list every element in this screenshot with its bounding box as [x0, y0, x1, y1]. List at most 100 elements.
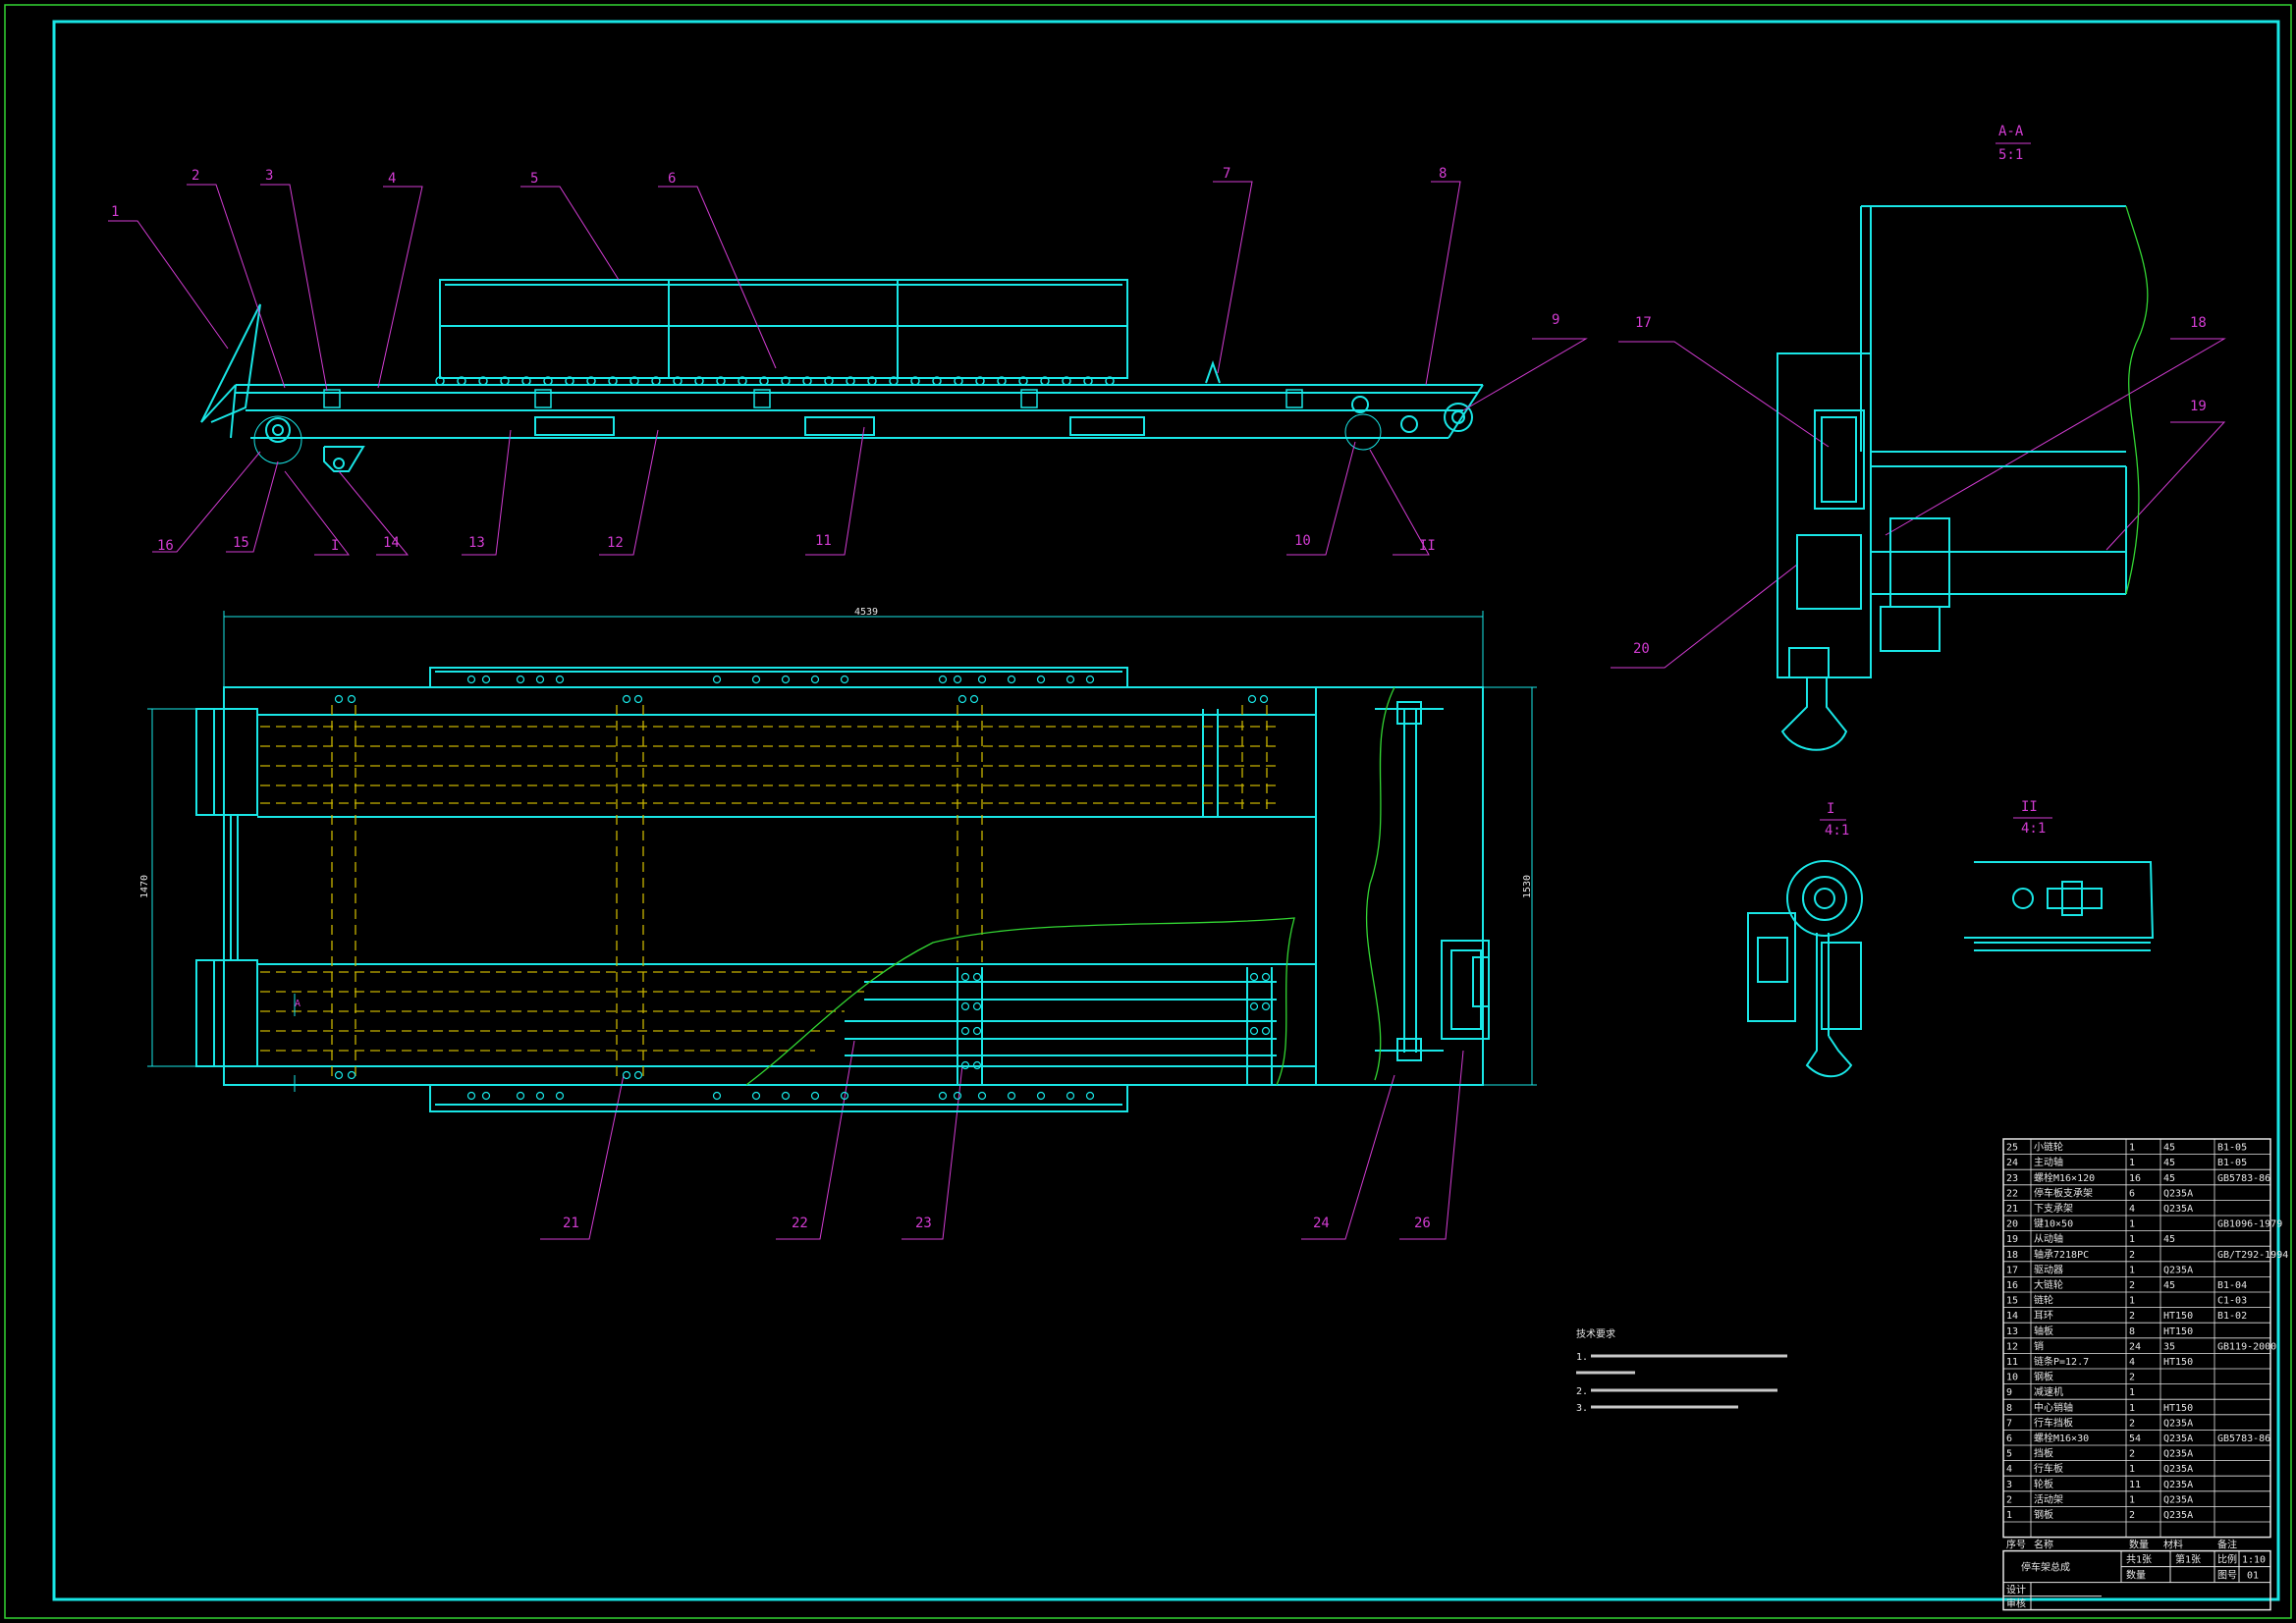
bolt-hole — [347, 1070, 356, 1080]
bom-cell-no: 14 — [2006, 1311, 2018, 1322]
bom-cell-qty: 1 — [2129, 1494, 2135, 1505]
bom-cell-qty: 16 — [2129, 1173, 2141, 1184]
bom-cell-qty: 2 — [2129, 1373, 2135, 1383]
bom-cell-mat: Q235A — [2163, 1265, 2193, 1275]
bom-cell-no: 3 — [2006, 1480, 2012, 1490]
label-9: 9 — [1552, 312, 1559, 328]
bolt-hole — [1007, 675, 1016, 684]
bolt-hole — [1261, 1001, 1271, 1011]
bolt-hole — [972, 1026, 982, 1036]
bom-cell-qty: 4 — [2129, 1204, 2135, 1215]
bolt-hole — [960, 1001, 970, 1011]
bom-cell-name: 链条P=12.7 — [2034, 1355, 2089, 1368]
inner-frame — [52, 20, 2280, 1601]
bom-cell-qty: 54 — [2129, 1434, 2141, 1444]
detail-circle-I — [253, 415, 302, 464]
break-lines — [745, 686, 1395, 1086]
bom-cell-name: 链轮 — [2034, 1294, 2053, 1307]
bom-cell-no: 23 — [2006, 1173, 2018, 1184]
bom-cell-no: 13 — [2006, 1326, 2018, 1337]
bom-cell-rem: C1-03 — [2217, 1296, 2247, 1307]
bolt-hole — [1259, 694, 1269, 704]
side-view — [200, 279, 1484, 472]
bom-cell-no: 24 — [2006, 1158, 2018, 1168]
bom-cell-mat: 45 — [2163, 1143, 2175, 1154]
chain-roller — [608, 376, 618, 386]
bolt-hole — [972, 972, 982, 982]
bolt-hole — [840, 675, 849, 684]
bolt-hole — [840, 1091, 849, 1101]
bolt-hole — [535, 675, 545, 684]
bom-cell-name: 从动轴 — [2034, 1232, 2063, 1245]
detail-II — [1964, 861, 2155, 951]
bom-cell-mat: HT150 — [2163, 1357, 2193, 1368]
bom-drawing-label: 图号 — [2217, 1570, 2237, 1582]
bom-cell-mat: 45 — [2163, 1280, 2175, 1291]
bom-cell-name: 下支承架 — [2034, 1203, 2073, 1215]
ramp-plate — [200, 303, 261, 423]
top-view — [195, 667, 1490, 1112]
aa-scale: 5:1 — [1998, 147, 2023, 163]
bom-cell-qty: 2 — [2129, 1250, 2135, 1261]
bom-cell-mat: Q235A — [2163, 1464, 2193, 1475]
bolt-hole — [972, 1001, 982, 1011]
bolt-hole — [781, 1091, 791, 1101]
label-22: 22 — [792, 1216, 808, 1231]
hidden-lines — [260, 705, 1277, 1080]
bom-cell-qty: 2 — [2129, 1449, 2135, 1460]
bolt-hole — [960, 1060, 970, 1070]
bolt-hole — [1261, 972, 1271, 982]
bom-cell-name: 挡板 — [2034, 1447, 2053, 1460]
bom-cell-qty: 2 — [2129, 1418, 2135, 1429]
notes-line-3: 3. — [1576, 1403, 1588, 1414]
bom-cell-rem: GB119-2000 — [2217, 1341, 2276, 1352]
bom-cell-no: 12 — [2006, 1341, 2018, 1352]
bom-cell-mat: HT150 — [2163, 1326, 2193, 1337]
chain-roller — [824, 376, 834, 386]
bom-cell-name: 钢板 — [2034, 1508, 2053, 1521]
part-labels: 1 2 3 4 5 6 7 8 9 10 11 12 13 14 15 16 1… — [111, 166, 2207, 1231]
bolt-hole — [977, 675, 987, 684]
bom-scale: 1:10 — [2242, 1555, 2266, 1566]
bolt-hole — [712, 1091, 722, 1101]
bolt-hole — [751, 675, 761, 684]
label-15: 15 — [233, 535, 249, 551]
bolt-hole — [938, 675, 948, 684]
chain-roller — [781, 376, 791, 386]
bom-cell-name: 小链轮 — [2034, 1141, 2063, 1154]
bom-cell-rem: GB5783-86 — [2217, 1434, 2270, 1444]
label-24: 24 — [1313, 1216, 1330, 1231]
technical-notes: 技术要求 1. 2. 3. — [1576, 1327, 1787, 1414]
chain-roller — [629, 376, 639, 386]
bolt-hole — [712, 675, 722, 684]
chain-roller — [975, 376, 985, 386]
section-arrow-label: A — [295, 999, 301, 1009]
bom-cell-qty: 1 — [2129, 1143, 2135, 1154]
bolt-hole — [1085, 1091, 1095, 1101]
bom-cell-qty: 1 — [2129, 1296, 2135, 1307]
bolt-hole — [1249, 972, 1259, 982]
bom-cell-no: 15 — [2006, 1296, 2018, 1307]
bolt-hole — [960, 972, 970, 982]
bom-cell-qty: 1 — [2129, 1464, 2135, 1475]
bolt-hole — [957, 694, 967, 704]
bolt-hole — [1085, 675, 1095, 684]
bom-cell-name: 键10×50 — [2034, 1217, 2073, 1230]
chain-roller — [651, 376, 661, 386]
bom-cell-mat: Q235A — [2163, 1434, 2193, 1444]
bolt-hole — [516, 1091, 525, 1101]
dim-width-left: 1470 — [139, 875, 150, 898]
bom-cell-qty: 1 — [2129, 1265, 2135, 1275]
bolt-hole — [622, 694, 631, 704]
bolt-holes — [334, 675, 1271, 1101]
label-10: 10 — [1294, 533, 1311, 549]
bolt-hole — [633, 1070, 643, 1080]
bom-cell-qty: 2 — [2129, 1510, 2135, 1521]
bom-cell-qty: 6 — [2129, 1188, 2135, 1199]
bolt-hole — [481, 1091, 491, 1101]
bom-cell-no: 25 — [2006, 1143, 2018, 1154]
bom-cell-name: 大链轮 — [2034, 1278, 2063, 1291]
label-2: 2 — [191, 168, 199, 184]
chain-roller — [694, 376, 704, 386]
bom-cell-name: 轮板 — [2034, 1478, 2053, 1490]
